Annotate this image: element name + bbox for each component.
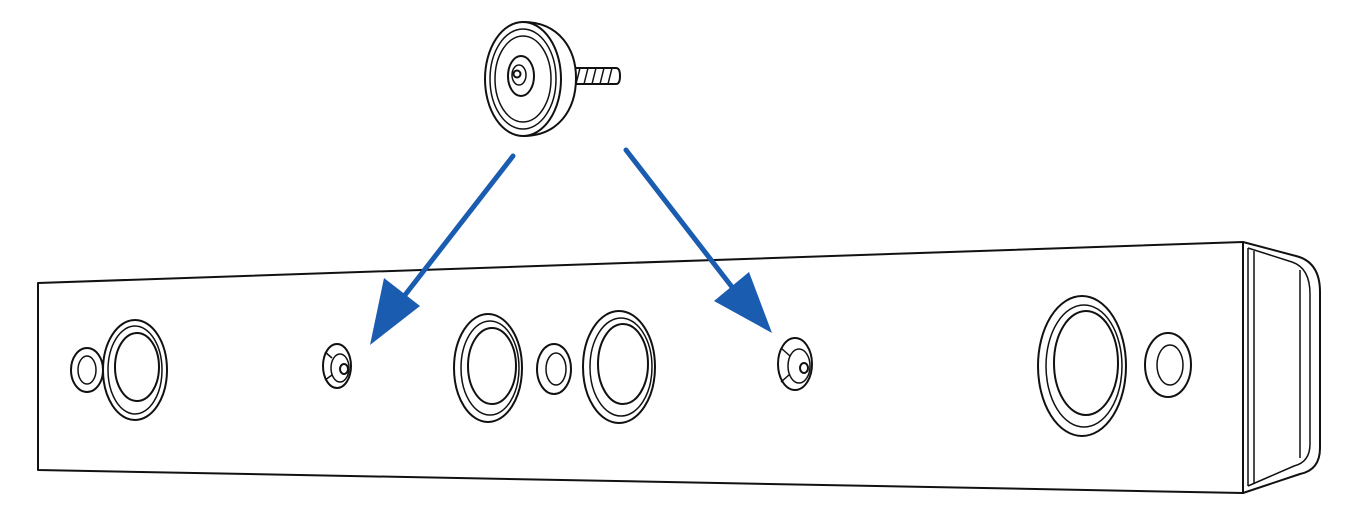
mounting-foot-screw <box>484 20 621 138</box>
driver-center-right <box>582 310 656 424</box>
arrow-left <box>370 153 516 345</box>
soundbar <box>37 241 1321 494</box>
soundbar-end-cap <box>1242 241 1321 494</box>
foot-disc <box>484 21 562 137</box>
tweeter-port-center <box>536 343 572 395</box>
tweeter-port-left <box>70 347 104 393</box>
soundbar-front-face <box>37 241 1244 494</box>
mount-insert-left <box>322 343 352 389</box>
screw-shaft <box>559 67 621 85</box>
driver-center-left <box>453 313 523 423</box>
driver-right <box>1037 295 1127 437</box>
tweeter-port-right <box>1144 332 1192 398</box>
arrow-right <box>623 147 772 333</box>
driver-left <box>102 319 168 421</box>
mount-insert-right <box>777 337 813 391</box>
